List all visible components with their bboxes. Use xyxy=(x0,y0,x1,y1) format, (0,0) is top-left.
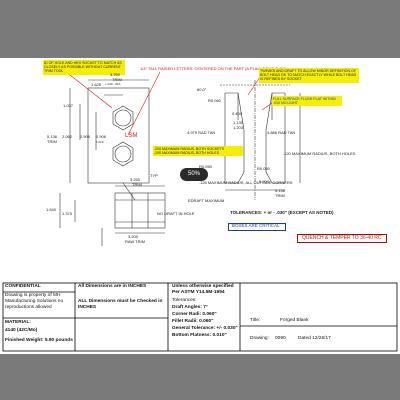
dim-trim-left: TRIM xyxy=(47,139,57,144)
dim-trim-c: TRIM xyxy=(132,182,142,187)
tb-confidential: CONFIDENTIAL xyxy=(5,284,41,289)
tb-title-value: Forged Blank xyxy=(280,318,309,323)
dim-1640: 1.640 xyxy=(46,207,57,212)
zoom-indicator[interactable]: 50% xyxy=(180,168,208,181)
dim-60deg: 60.0° xyxy=(197,87,207,92)
dim-0904: 0.904 xyxy=(259,179,270,184)
hex-socket-top xyxy=(112,105,134,131)
dim-trim-b: TRIM xyxy=(275,193,285,198)
dim-3250b: 3.250 xyxy=(130,177,141,182)
note-center-text-2: .200 MAXIMUM RADIUS, BOTH HOLES xyxy=(154,151,220,156)
tb-flatness: Bottom Flatness: 0.010" xyxy=(172,333,227,338)
tb-dated: Dated 12/26/17 xyxy=(298,336,331,341)
tb-dims-checked: ALL Dimensions must be Checked in INCHES xyxy=(78,299,163,310)
quench-note: QUENCH & TEMPER TO 36-40 RC xyxy=(302,235,382,241)
tolerances-note: TOLERANCES: + or - .030" (EXCEPT AS NOTE… xyxy=(230,210,334,215)
note-right-mid: FULL SURFACE FLUSH FLAT WITHIN .010 NO L… xyxy=(272,96,342,107)
note-top-left: ID OF HOLE AND HEX SOCKET TO MATCH AS CL… xyxy=(43,60,125,75)
tb-material-label: MATERIAL: xyxy=(5,320,32,325)
tb-drawing-value: 0090 xyxy=(275,336,286,341)
tb-finished-weight: Finished Weight: 5.90 pounds xyxy=(5,338,73,343)
dim-r0060b: R0.060 xyxy=(257,166,270,171)
dim-0400: 0.400 xyxy=(232,111,243,116)
dim-1625: 1.625 xyxy=(91,82,102,87)
dim-0906b: 0.906 xyxy=(96,134,107,139)
dim-125max: .125 MAXIMUM RADIUS, ALL OUTSIDE CORNERS xyxy=(199,180,293,185)
dim-typ: TYP xyxy=(150,173,158,178)
dim-4886: 4.886 RAD TAN xyxy=(267,130,296,135)
dim-edraft: EDRAFT MAXIMUM xyxy=(188,198,225,203)
note-top-center: 1/4" TALL RAISED LETTERS, CENTERED ON TH… xyxy=(140,66,287,71)
dim-5136b: 5.136 xyxy=(275,188,286,193)
tb-drawing-label: Drawing: xyxy=(250,336,269,341)
dim-1203: 1.203 xyxy=(233,125,244,130)
tb-spec-2: Per ASTM Y14.5M-1994 xyxy=(172,290,225,295)
dim-raw-trim: RAW TRIM xyxy=(125,239,145,244)
dim-1625-tol: +.010 -.010 xyxy=(105,82,121,86)
quench-frame xyxy=(297,234,387,243)
note-center-radius-1: .200 MAXIMUM RADIUS, BOTH SOCKETS .200 M… xyxy=(153,146,243,157)
dim-2062: 2.062 xyxy=(62,134,73,139)
dim-0906: 0.906 xyxy=(80,134,91,139)
dim-1375: 1.375 xyxy=(62,211,73,216)
dim-1130: 1.130 xyxy=(233,120,244,125)
tb-title-label: Title: xyxy=(250,318,261,323)
dim-r0060: R0.060 xyxy=(208,98,221,103)
tb-spec-1: Unless otherwise specified xyxy=(172,284,234,289)
dim-3250-top: 3.250 xyxy=(110,72,121,77)
hex-socket-bottom xyxy=(112,141,134,167)
drawing-sheet xyxy=(0,58,400,354)
dim-r0050: R0.050 xyxy=(199,164,212,169)
tb-dims-inches: All Dimensions are in INCHES xyxy=(78,284,147,289)
tb-corner: Corner Radi: 0.060" xyxy=(172,312,217,317)
tb-draft: Draft Angles: 7° xyxy=(172,305,208,310)
dim-120max: .120 MAXIMUM RADIUS, BOTH HOLES xyxy=(283,151,356,156)
dim-0906-tol: ±.010 xyxy=(96,140,104,144)
dim-trim-top: TRIM xyxy=(112,77,122,82)
tb-material-value: 4140 (42C/Mo) xyxy=(5,328,38,333)
tb-fillet: Fillet Radii: 0.060" xyxy=(172,319,214,324)
note-top-right: TWEAKS AND DRAFT TO ALLOW MINOR DEFINITI… xyxy=(259,68,359,83)
boxes-critical: BOXES ARE CRITICAL xyxy=(232,223,280,228)
tb-general-tol: General Tolerance: +/- 0.030" xyxy=(172,326,238,331)
tb-tolerances: Tolerances: xyxy=(172,298,197,303)
raised-letters-lsm: LSM xyxy=(125,133,138,139)
part-outline-front xyxy=(87,87,150,184)
tb-conf-text: Drawing is property of MH Manufacturing … xyxy=(5,293,64,310)
dim-1037: 1.037 xyxy=(63,103,74,108)
dim-3200: 3.200 xyxy=(128,234,139,239)
dim-4979: 4.979 RAD TAN xyxy=(187,130,216,135)
dim-5136: 5.136 xyxy=(47,134,58,139)
boxes-critical-frame xyxy=(228,223,286,231)
dim-nodraft: NO DRAFT IN HOLE xyxy=(157,211,195,216)
note-center-text-1: .200 MAXIMUM RADIUS, BOTH SOCKETS xyxy=(154,147,225,151)
part-outline-bottom xyxy=(114,192,166,229)
